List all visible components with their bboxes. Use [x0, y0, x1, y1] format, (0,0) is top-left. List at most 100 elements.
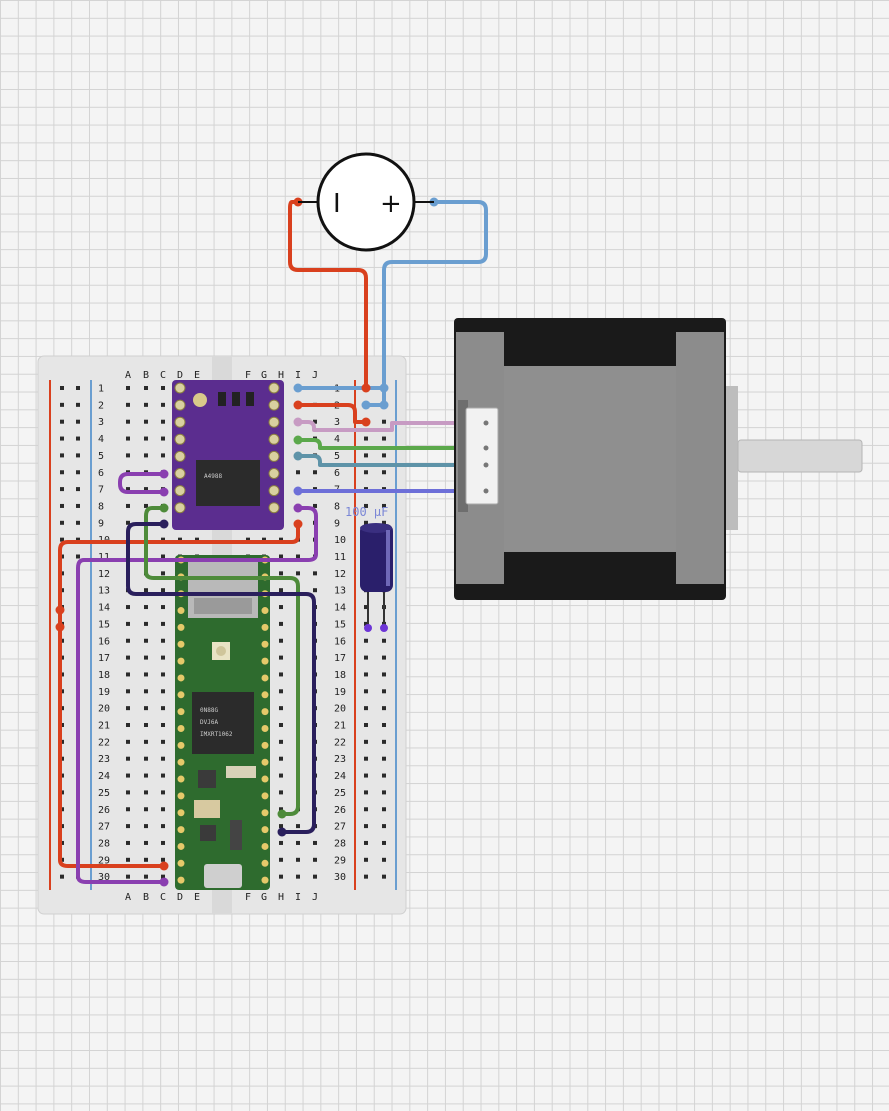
breadboard-hole[interactable] [178, 537, 182, 542]
breadboard-hole[interactable] [279, 655, 283, 660]
breadboard-hole[interactable] [382, 773, 386, 778]
breadboard-hole[interactable] [126, 824, 130, 829]
breadboard-hole[interactable] [60, 503, 64, 508]
breadboard-hole[interactable] [313, 503, 317, 508]
breadboard-hole[interactable] [382, 874, 386, 879]
breadboard-hole[interactable] [126, 419, 130, 424]
breadboard-hole[interactable] [382, 824, 386, 829]
breadboard-hole[interactable] [144, 840, 148, 845]
breadboard-hole[interactable] [364, 857, 368, 862]
breadboard-hole[interactable] [279, 773, 283, 778]
wire-end-dot[interactable] [293, 486, 303, 496]
breadboard-hole[interactable] [382, 638, 386, 643]
wire-end-dot[interactable] [55, 605, 65, 615]
breadboard-hole[interactable] [296, 470, 300, 475]
wire-end-dot[interactable] [55, 622, 65, 632]
breadboard-hole[interactable] [76, 520, 80, 525]
breadboard-hole[interactable] [76, 537, 80, 542]
breadboard-hole[interactable] [279, 723, 283, 727]
wire-end-dot[interactable] [277, 827, 287, 837]
breadboard-hole[interactable] [382, 807, 386, 812]
breadboard-hole[interactable] [76, 402, 80, 407]
breadboard-hole[interactable] [76, 419, 80, 424]
breadboard-hole[interactable] [161, 672, 165, 677]
breadboard-hole[interactable] [364, 756, 368, 761]
breadboard-hole[interactable] [144, 807, 148, 812]
breadboard-hole[interactable] [144, 386, 148, 390]
breadboard-hole[interactable] [161, 419, 165, 424]
breadboard-hole[interactable] [144, 739, 148, 744]
breadboard-hole[interactable] [382, 840, 386, 845]
breadboard-hole[interactable] [313, 571, 317, 576]
breadboard-hole[interactable] [144, 402, 148, 407]
breadboard-hole[interactable] [382, 655, 386, 660]
breadboard-hole[interactable] [364, 436, 368, 441]
breadboard-hole[interactable] [76, 554, 80, 559]
breadboard-hole[interactable] [60, 419, 64, 424]
breadboard-hole[interactable] [161, 621, 165, 626]
breadboard-hole[interactable] [279, 874, 283, 879]
breadboard-hole[interactable] [279, 824, 283, 829]
breadboard-hole[interactable] [76, 487, 80, 492]
breadboard-hole[interactable] [296, 857, 300, 862]
breadboard-hole[interactable] [60, 537, 64, 542]
wire-end-dot[interactable] [293, 519, 303, 529]
breadboard-hole[interactable] [262, 537, 266, 542]
breadboard-hole[interactable] [76, 470, 80, 475]
breadboard-hole[interactable] [144, 453, 148, 458]
breadboard-hole[interactable] [364, 470, 368, 475]
breadboard-hole[interactable] [313, 857, 317, 862]
breadboard-hole[interactable] [126, 605, 130, 610]
breadboard-hole[interactable] [161, 638, 165, 643]
breadboard-hole[interactable] [144, 824, 148, 829]
breadboard-hole[interactable] [144, 857, 148, 862]
breadboard-hole[interactable] [60, 874, 64, 879]
breadboard-hole[interactable] [126, 773, 130, 778]
breadboard-hole[interactable] [313, 470, 317, 475]
breadboard-hole[interactable] [364, 672, 368, 677]
breadboard-hole[interactable] [126, 874, 130, 879]
breadboard-hole[interactable] [144, 436, 148, 441]
breadboard-hole[interactable] [161, 723, 165, 727]
breadboard-hole[interactable] [76, 453, 80, 458]
breadboard-hole[interactable] [382, 470, 386, 475]
breadboard-hole[interactable] [126, 402, 130, 407]
breadboard-hole[interactable] [279, 638, 283, 643]
breadboard-hole[interactable] [296, 824, 300, 829]
breadboard-hole[interactable] [60, 470, 64, 475]
breadboard-hole[interactable] [279, 672, 283, 677]
breadboard-hole[interactable] [279, 537, 283, 542]
breadboard-hole[interactable] [144, 419, 148, 424]
breadboard-hole[interactable] [161, 857, 165, 862]
breadboard-hole[interactable] [364, 520, 368, 525]
breadboard-hole[interactable] [161, 790, 165, 795]
breadboard-hole[interactable] [76, 503, 80, 508]
breadboard-hole[interactable] [126, 453, 130, 458]
wire-end-dot[interactable] [159, 519, 169, 529]
breadboard-hole[interactable] [382, 672, 386, 677]
breadboard-hole[interactable] [382, 419, 386, 424]
breadboard-hole[interactable] [279, 790, 283, 795]
breadboard-hole[interactable] [364, 621, 368, 626]
breadboard-hole[interactable] [161, 807, 165, 812]
stepper-driver-board[interactable]: A4988 [172, 380, 284, 530]
breadboard-hole[interactable] [126, 672, 130, 677]
breadboard-hole[interactable] [126, 790, 130, 795]
breadboard-hole[interactable] [313, 874, 317, 879]
wire-end-dot[interactable] [159, 503, 169, 513]
breadboard-hole[interactable] [364, 790, 368, 795]
breadboard-hole[interactable] [126, 655, 130, 660]
breadboard-hole[interactable] [144, 655, 148, 660]
breadboard-hole[interactable] [364, 689, 368, 694]
breadboard-hole[interactable] [364, 874, 368, 879]
wire-end-dot[interactable] [159, 469, 169, 479]
breadboard-hole[interactable] [364, 503, 368, 508]
wire-end-dot[interactable] [293, 400, 303, 410]
breadboard-hole[interactable] [126, 386, 130, 390]
breadboard-hole[interactable] [313, 588, 317, 593]
breadboard-hole[interactable] [364, 773, 368, 778]
breadboard-hole[interactable] [279, 689, 283, 694]
breadboard-hole[interactable] [296, 571, 300, 576]
breadboard-hole[interactable] [364, 824, 368, 829]
wire-end-dot[interactable] [159, 877, 169, 887]
